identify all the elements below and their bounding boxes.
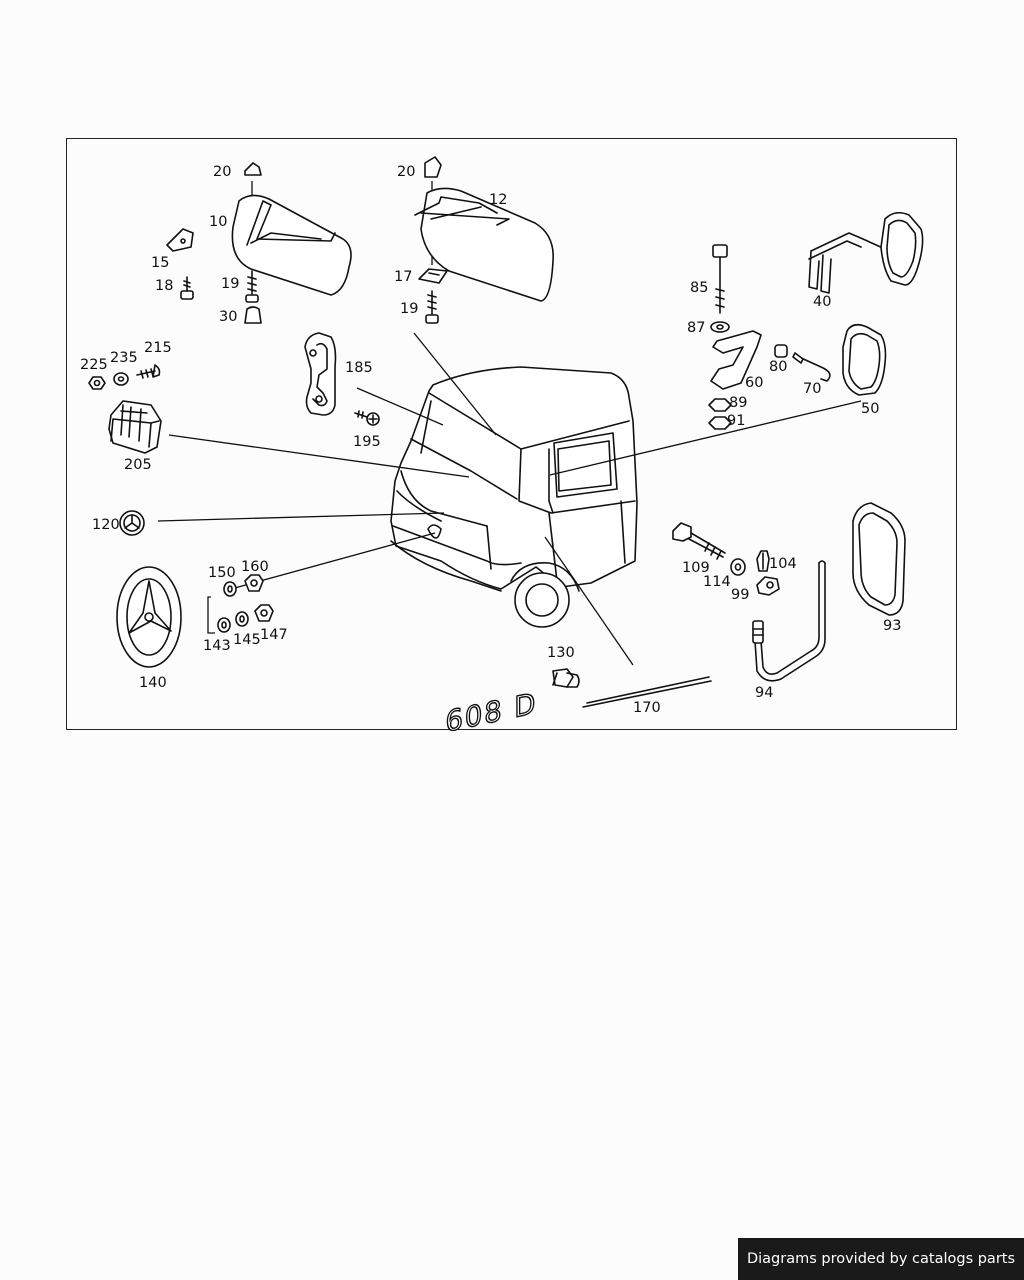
label-50: 50 (861, 401, 879, 417)
nut-80 (774, 344, 788, 358)
diagram-frame: 608 D 20 10 15 18 19 30 20 12 17 19 85 8… (66, 138, 957, 731)
label-91: 91 (727, 413, 745, 429)
washer-235 (113, 372, 129, 386)
washer-87 (710, 321, 730, 333)
label-70: 70 (803, 381, 821, 397)
label-130: 130 (547, 645, 575, 661)
label-20b: 20 (397, 164, 415, 180)
nut-147 (254, 604, 274, 622)
washer-143 (217, 617, 231, 633)
credit-banner: Diagrams provided by catalogs parts (738, 1238, 1024, 1280)
label-10: 10 (209, 214, 227, 230)
grab-handle-185 (304, 332, 337, 416)
label-185: 185 (345, 360, 373, 376)
label-12: 12 (489, 192, 507, 208)
screw-195 (354, 410, 380, 426)
label-85: 85 (690, 280, 708, 296)
label-215: 215 (144, 340, 172, 356)
label-87: 87 (687, 320, 705, 336)
label-20a: 20 (213, 164, 231, 180)
label-225: 225 (80, 357, 108, 373)
label-205: 205 (124, 457, 152, 473)
label-19a: 19 (221, 276, 239, 292)
clip-130 (552, 668, 580, 688)
screw-215 (136, 364, 161, 379)
label-145: 145 (233, 632, 261, 648)
label-140: 140 (139, 675, 167, 691)
handle-205 (108, 400, 162, 454)
label-147: 147 (260, 627, 288, 643)
label-150: 150 (208, 565, 236, 581)
label-104: 104 (769, 556, 797, 572)
mirror-50 (842, 323, 887, 396)
cap-30 (244, 306, 262, 324)
sun-visor-right (414, 156, 554, 302)
label-160: 160 (241, 559, 269, 575)
clip-104 (756, 550, 770, 572)
mirror-glass-93 (852, 502, 906, 616)
star-emblem-140 (116, 566, 182, 668)
label-109: 109 (682, 560, 710, 576)
label-15: 15 (151, 255, 169, 271)
washer-150 (223, 581, 237, 597)
pipe-94 (752, 560, 826, 682)
nut-160 (244, 574, 264, 592)
label-60: 60 (745, 375, 763, 391)
sun-visor-left (231, 162, 352, 296)
label-30: 30 (219, 309, 237, 325)
label-120: 120 (92, 517, 120, 533)
screw-19b (425, 290, 439, 324)
part-labels: 20 10 15 18 19 30 20 12 17 19 85 87 80 7… (80, 164, 901, 716)
label-143: 143 (203, 638, 231, 654)
bolt-85 (712, 244, 728, 314)
label-80: 80 (769, 359, 787, 375)
visor-clip-15 (166, 228, 194, 252)
label-19b: 19 (400, 301, 418, 317)
parts-diagram: 608 D 20 10 15 18 19 30 20 12 17 19 85 8… (80, 156, 924, 731)
clamp-99 (756, 576, 780, 596)
label-40: 40 (813, 294, 831, 310)
truck-cab (390, 366, 638, 628)
label-94: 94 (755, 685, 773, 701)
screw-19a (245, 270, 259, 303)
nut-225 (88, 376, 106, 390)
label-17: 17 (394, 269, 412, 285)
label-89: 89 (729, 395, 747, 411)
screw-18 (180, 276, 194, 300)
nut-91 (708, 416, 732, 430)
label-235: 235 (110, 350, 138, 366)
bracket-60 (710, 330, 762, 390)
label-114: 114 (703, 574, 731, 590)
bolt-109 (672, 522, 726, 560)
label-99: 99 (731, 587, 749, 603)
label-195: 195 (353, 434, 381, 450)
washer-145 (235, 611, 249, 627)
nut-89 (708, 398, 732, 412)
label-93: 93 (883, 618, 901, 634)
label-170: 170 (633, 700, 661, 716)
washer-114 (730, 558, 746, 576)
bolt-70 (792, 352, 831, 382)
clip-17 (418, 268, 448, 284)
label-18: 18 (155, 278, 173, 294)
mirror-40 (808, 211, 924, 294)
star-emblem-120 (119, 510, 145, 536)
badge-608d-text: 608 D (445, 686, 537, 731)
